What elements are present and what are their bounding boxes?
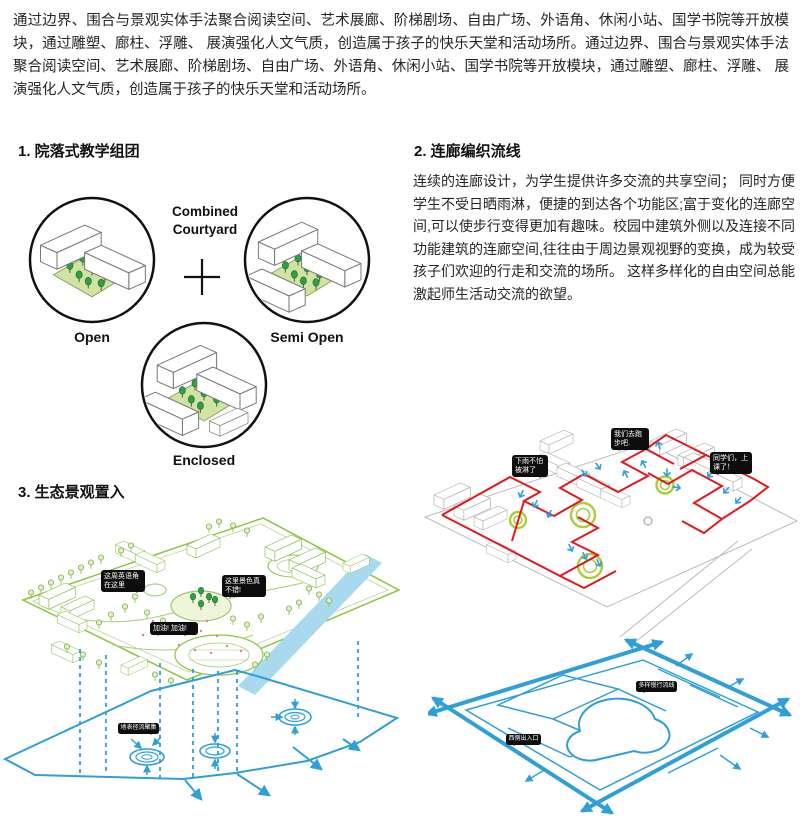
combined-courtyard-line2: Courtyard (173, 222, 238, 237)
flow-network-label: 多样慢行流线 (636, 681, 678, 693)
speech-bubble-cheer: 加油! 加油! (150, 622, 198, 637)
open-courtyard-content (39, 224, 145, 298)
enclosed-courtyard-content (139, 344, 256, 437)
circulation-arrows-diagram (424, 633, 800, 825)
section3-heading: 3. 生态景观置入 (18, 484, 125, 501)
section2-paragraph: 连续的连廊设计，为学生提供许多交流的共享空间； 同时方便学生不受日晒雨淋，便捷的… (413, 173, 795, 302)
central-plaza-shape (566, 697, 671, 762)
speech-bubble-scenery: 这里景色真不错! (222, 575, 266, 599)
semi-open-courtyard-content (246, 221, 361, 312)
red-corridor-path (441, 433, 770, 590)
corridor-circulation-diagram (420, 345, 799, 648)
runoff-plane-diagram (2, 668, 400, 801)
open-label: Open (74, 329, 110, 345)
runoff-node-arrows (130, 699, 299, 775)
eco-landscape-diagram (2, 503, 415, 825)
semi-open-label: Semi Open (270, 329, 343, 345)
speech-bubble-class: 同学们，上课了！ (710, 452, 752, 476)
intro-paragraph: 通过边界、围合与景观实体手法聚合阅读空间、艺术展廊、阶梯剧场、自由广场、外语角、… (13, 13, 789, 98)
entrance-label: 西侧出入口 (506, 734, 542, 746)
boundary-arrow-axes (424, 638, 793, 815)
section1-heading: 1. 院落式教学组团 (18, 143, 140, 160)
runoff-exit-arrows (184, 738, 361, 801)
speech-bubble-run: 我们去跑步吧. (611, 428, 649, 452)
site-boundary (423, 442, 799, 644)
plus-icon (184, 259, 220, 295)
speech-bubble-rain: 下雨不怕被淋了 (512, 455, 548, 479)
runoff-label: 地表径流聚集 (118, 723, 160, 735)
courtyard-nodes (508, 475, 675, 580)
runoff-nodes (129, 708, 312, 766)
courtyard-typology-diagram: Open Semi Open (0, 190, 400, 485)
combined-courtyard-line1: Combined (172, 204, 238, 219)
section2-heading: 2. 连廊编织流线 (414, 143, 521, 160)
speech-bubble-english-corner: 这周英语角在这里 (101, 570, 145, 594)
enclosed-label: Enclosed (173, 452, 235, 468)
river (238, 554, 382, 695)
